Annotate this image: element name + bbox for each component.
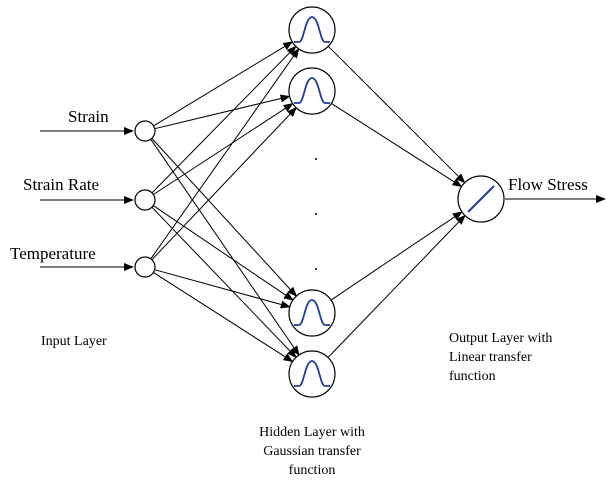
input-layer-caption: Input Layer [41, 334, 107, 349]
output-layer-caption-line-1: Output Layer with [449, 331, 552, 346]
hidden-gap-dot-3: . [314, 255, 318, 274]
edge-hidden-3-output [330, 211, 463, 301]
edge-input-3-hidden-1 [150, 47, 300, 260]
edge-input-3-hidden-4 [153, 271, 294, 363]
hidden-layer-caption-line-2: Gaussian transfer [263, 444, 361, 459]
input-node-strain [134, 120, 156, 142]
linear-icon [467, 185, 495, 213]
edge-input-1-hidden-2 [154, 94, 291, 130]
hidden-node-3 [288, 289, 336, 337]
hidden-node-1 [288, 6, 336, 54]
hidden-layer-caption-line-1: Hidden Layer with [259, 425, 365, 440]
edge-hidden-1-output [327, 45, 466, 184]
output-node [457, 175, 505, 223]
hidden-node-2 [288, 67, 336, 115]
edge-input-1-hidden-3 [151, 138, 298, 297]
edge-hidden-2-output [331, 102, 463, 188]
input-arrows [40, 127, 134, 271]
edge-input-1-hidden-1 [153, 41, 294, 127]
input-label-strain-rate: Strain Rate [23, 175, 99, 194]
input-node-temperature [134, 256, 156, 278]
edge-input-1-hidden-4 [150, 138, 300, 356]
edge-input-2-hidden-4 [151, 206, 297, 359]
input-label-temperature: Temperature [10, 244, 96, 263]
input-node-strain-rate [134, 189, 156, 211]
input-label-strain: Strain [68, 107, 109, 126]
hidden-layer-nodes [288, 6, 336, 398]
gaussian-icon [294, 299, 330, 326]
edge-hidden-4-output [327, 214, 466, 358]
input-layer-nodes [134, 120, 156, 278]
hidden-node-4 [288, 350, 336, 398]
hidden-gap-dot-2: . [314, 200, 318, 219]
output-layer-caption-line-3: function [449, 369, 496, 384]
hidden-gap-dot-1: . [314, 145, 318, 164]
gaussian-icon [294, 360, 330, 387]
gaussian-icon [294, 16, 330, 43]
output-label-flow-stress: Flow Stress [508, 175, 588, 194]
edge-input-2-hidden-2 [153, 103, 294, 195]
connections [150, 41, 466, 363]
gaussian-icon [294, 77, 330, 104]
edge-input-3-hidden-2 [151, 106, 297, 261]
hidden-layer-caption-line-3: function [289, 463, 336, 478]
edge-input-3-hidden-3 [154, 269, 291, 309]
edge-input-2-hidden-1 [151, 45, 297, 194]
output-layer-caption-line-2: Linear transfer [449, 350, 532, 365]
